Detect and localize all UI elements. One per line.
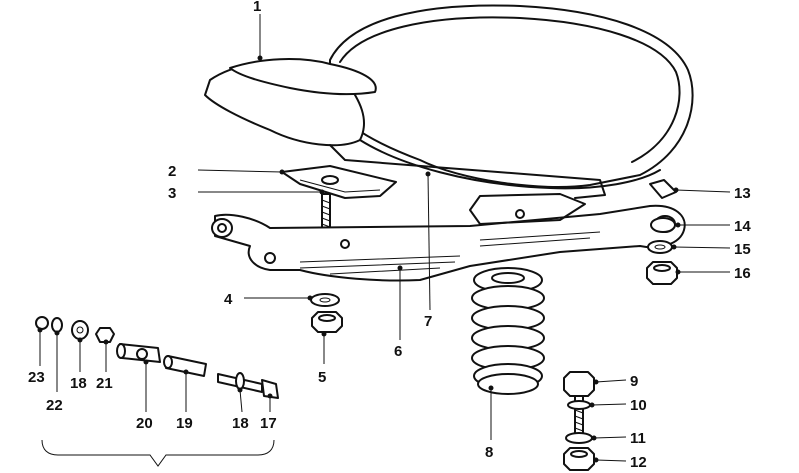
washer-part-10 [567, 400, 591, 410]
callout-4: 4 [224, 291, 233, 308]
group-bracket [41, 439, 275, 467]
washer-part-4 [310, 293, 340, 307]
bushing-part-14 [650, 217, 676, 233]
callout-5: 5 [318, 369, 326, 386]
nut-part-21 [95, 327, 115, 343]
callout-19: 19 [176, 415, 193, 432]
callout-23: 23 [28, 369, 45, 386]
washer-part-22 [51, 317, 63, 333]
callout-22: 22 [46, 397, 63, 414]
callout-14: 14 [734, 218, 751, 235]
callout-3: 3 [168, 185, 176, 202]
leader-dots [37, 55, 681, 463]
callout-11: 11 [630, 430, 646, 447]
callout-17: 17 [260, 415, 277, 432]
callout-7: 7 [424, 313, 432, 330]
frame-carrier-part [211, 193, 686, 282]
coil-spring-part [471, 267, 545, 395]
clip-part-13 [649, 179, 677, 199]
callout-9: 9 [630, 373, 638, 390]
nut-part-5 [311, 311, 343, 333]
washer-part-18a [71, 320, 89, 340]
saddle-part [204, 4, 694, 199]
callout-18b: 18 [232, 415, 249, 432]
bolt-part [321, 193, 331, 233]
leader-lines [39, 14, 731, 462]
washer-part-11 [565, 432, 593, 444]
callout-13: 13 [734, 185, 751, 202]
callout-15: 15 [734, 241, 751, 258]
washer-part-15 [647, 240, 673, 254]
callout-12: 12 [630, 454, 647, 471]
nut-part-16 [646, 261, 678, 285]
callout-8: 8 [485, 444, 493, 461]
nut-part-23 [35, 316, 49, 330]
callout-10: 10 [630, 397, 647, 414]
callout-2: 2 [168, 163, 176, 180]
callout-1: 1 [253, 0, 261, 15]
bracket-plate-part [281, 165, 397, 199]
callout-21: 21 [96, 375, 113, 392]
callout-16: 16 [734, 265, 751, 282]
callout-6: 6 [394, 343, 402, 360]
callout-20: 20 [136, 415, 153, 432]
callout-18a: 18 [70, 375, 87, 392]
bolt-part-17 [217, 372, 279, 399]
sleeve-part-20 [116, 343, 161, 363]
pin-part-19 [163, 355, 207, 377]
nut-part-12 [563, 447, 595, 471]
